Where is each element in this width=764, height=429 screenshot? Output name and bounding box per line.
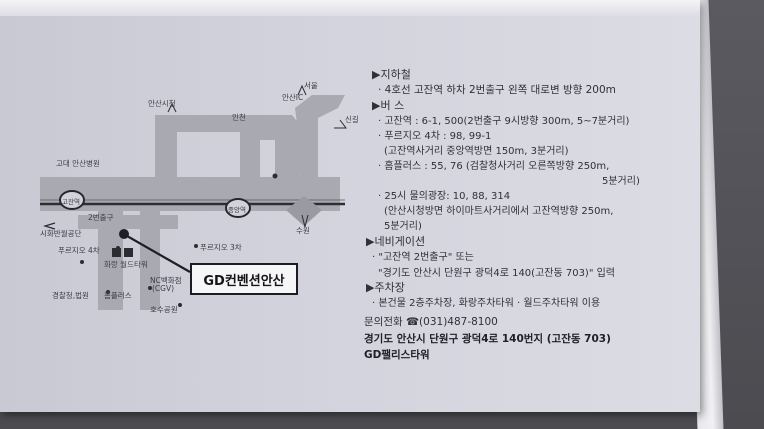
nav-header: ▶네비게이션 bbox=[366, 235, 426, 248]
subway-header: ▶지하철 bbox=[372, 68, 411, 81]
bus-item-2-detail: (고잔역사거리 중앙역방면 150m, 3분거리) bbox=[384, 146, 569, 157]
bus-item-2: · 푸르지오 4차 : 98, 99-1 bbox=[378, 131, 492, 142]
parking-icon bbox=[112, 248, 121, 257]
label-jungang-station: 중앙역 bbox=[228, 206, 246, 214]
bus-item-1: · 고잔역 : 6-1, 500(2번출구 9시방향 300m, 5~7분거리) bbox=[378, 116, 630, 127]
bus-header: ▶버 스 bbox=[372, 99, 405, 112]
label-nc-dept: NC백화점 bbox=[150, 276, 182, 285]
label-ansan-ic: 안산IC bbox=[282, 93, 304, 102]
label-incheon: 인천 bbox=[232, 113, 246, 122]
label-suwon: 수원 bbox=[296, 226, 310, 235]
nav-line-2: "경기도 안산시 단원구 광덕4로 140(고잔동 703)" 입력 bbox=[378, 268, 616, 279]
bus-item-4-time: 5분거리) bbox=[384, 221, 422, 232]
city-hall-road bbox=[155, 115, 177, 185]
gojan-station-marker bbox=[59, 190, 85, 210]
parking-line: · 본건물 2층주차장, 화랑주차타워 · 월드주차타워 이용 bbox=[372, 298, 601, 309]
label-police-court: 경찰청,법원 bbox=[52, 291, 89, 300]
label-prugio4: 푸르지오 4차 bbox=[58, 246, 100, 255]
phone-number: 문의전화 ☎(031)487-8100 bbox=[364, 316, 498, 328]
bus-item-3-detail: 5분거리) bbox=[602, 176, 640, 187]
gd-pointer-line bbox=[126, 235, 191, 273]
place-dot bbox=[272, 173, 278, 179]
label-gojan-station: 고잔역 bbox=[62, 198, 80, 206]
bus-item-4-detail: (안산시청방면 하이마트사거리에서 고잔역방향 250m, bbox=[384, 206, 614, 217]
gd-location-dot bbox=[119, 229, 129, 239]
label-lake-park: 호수공원 bbox=[150, 305, 178, 314]
label-hwarang-worldtower: 화랑 월드타워 bbox=[104, 260, 148, 269]
invitation-card: 안산시청 고대 안산병원 서울 안산IC 인천 신길 고잔역 중앙역 2번출구 … bbox=[0, 0, 700, 412]
bus-item-3: · 홈플러스 : 55, 76 (검찰청사거리 오른쪽방향 250m, bbox=[378, 161, 610, 172]
label-gojan-hospital: 고대 안산병원 bbox=[56, 159, 100, 168]
label-exit2: 2번출구 bbox=[88, 213, 114, 222]
label-singil: 신길 bbox=[345, 115, 359, 124]
nav-line-1: · "고잔역 2번출구" 또는 bbox=[372, 252, 474, 263]
label-seoul: 서울 bbox=[304, 81, 318, 90]
subway-line: · 4호선 고잔역 하차 2번출구 왼쪽 대로변 방향 200m bbox=[378, 84, 616, 96]
card-fold bbox=[0, 0, 700, 16]
interchange bbox=[286, 196, 322, 226]
parking-icon bbox=[124, 248, 133, 257]
label-ansan-city-hall: 안산시청 bbox=[148, 99, 176, 108]
label-westside-park: 시화반월공단 bbox=[40, 229, 82, 238]
address: 경기도 안산시 단원구 광덕4로 140번지 (고잔동 703) bbox=[364, 333, 611, 345]
label-homeplus: 홈플러스 bbox=[104, 291, 132, 300]
building-name: GD팰리스타워 bbox=[364, 349, 430, 361]
gd-convention-box: GD컨벤션안산 bbox=[190, 263, 298, 295]
jungang-station-marker bbox=[225, 198, 251, 218]
bus-item-4: · 25시 물의광장: 10, 88, 314 bbox=[378, 191, 511, 202]
label-cgv: (CGV) bbox=[152, 284, 175, 293]
label-prugio3: 푸르지오 3차 bbox=[200, 243, 242, 252]
parking-header: ▶주차장 bbox=[366, 281, 405, 294]
location-map bbox=[40, 84, 347, 310]
